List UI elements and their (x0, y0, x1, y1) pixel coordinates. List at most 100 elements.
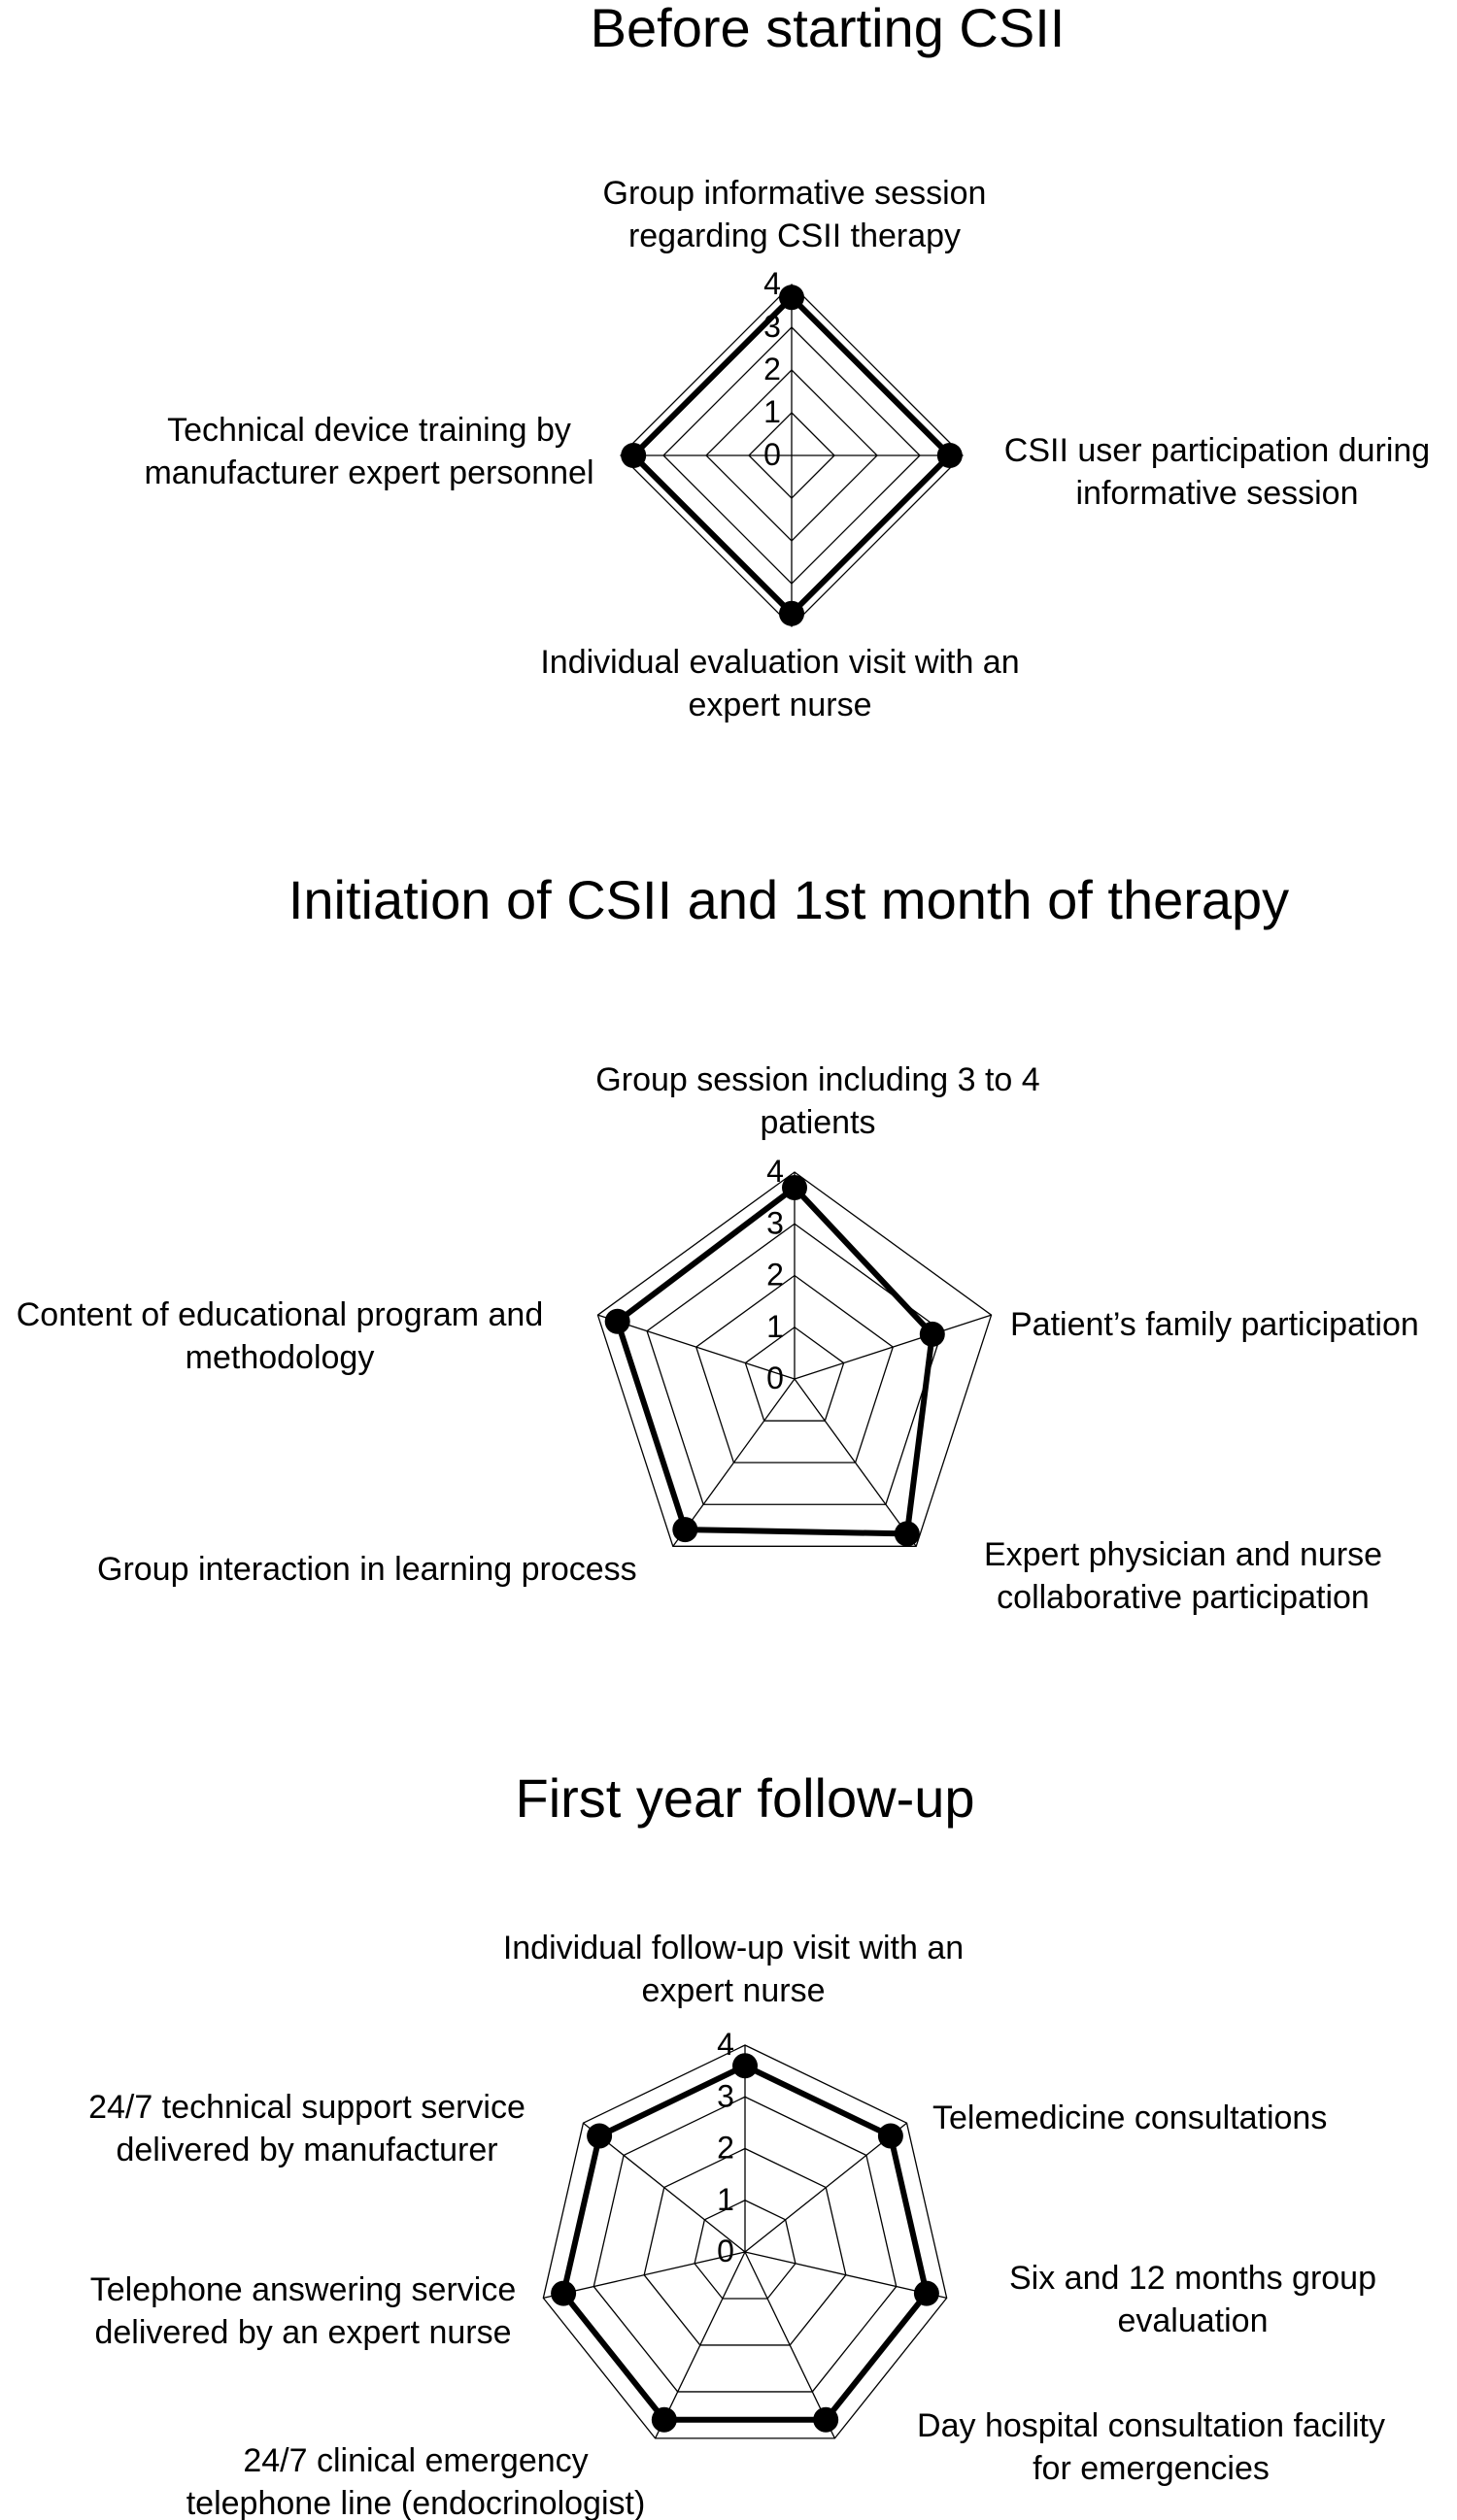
category-label-line: manufacturer expert personnel (144, 454, 593, 491)
data-point (894, 1521, 920, 1547)
tick-label: 4 (717, 2027, 734, 2062)
category-label: Group session including 3 to 4 patients (595, 1061, 1039, 1141)
category-labels: Group session including 3 to 4 patientsPa… (17, 1061, 1419, 1616)
category-label-line: informative session (1075, 475, 1358, 512)
category-label-line: delivered by manufacturer (116, 2132, 497, 2168)
grid (620, 284, 964, 627)
category-label: Expert physician and nurse collaborative … (984, 1536, 1382, 1616)
tick-label: 3 (766, 1205, 784, 1240)
category-label-line: patients (760, 1104, 875, 1141)
category-label-line: methodology (186, 1339, 375, 1376)
axis-spoke (583, 2122, 746, 2253)
data-point (672, 1517, 698, 1543)
tick-label: 4 (763, 266, 781, 301)
axis-spoke (597, 1314, 796, 1380)
category-label-line: evaluation (1117, 2302, 1268, 2339)
data-point (621, 443, 647, 468)
category-label-line: telephone line (endocrinologist) (186, 2485, 646, 2520)
category-label: Individual follow-up visit with an expert… (503, 1930, 964, 2009)
grid-ring-3 (593, 2096, 898, 2393)
axis-spoke (794, 1314, 992, 1380)
series-line (614, 1184, 935, 1537)
category-label-line: Individual follow-up visit with an (503, 1930, 964, 1966)
grid-ring-2 (643, 2147, 847, 2346)
grid (596, 1171, 993, 1547)
category-label-line: CSII user participation during (1004, 432, 1430, 469)
category-labels: Individual follow-up visit with an expert… (88, 1930, 1385, 2520)
category-label-line: delivered by an expert nurse (94, 2314, 511, 2351)
category-label-line: Technical device training by (167, 412, 571, 449)
category-label-line: collaborative participation (997, 1579, 1370, 1616)
grid (542, 2044, 948, 2439)
category-label-line: expert nurse (689, 687, 872, 723)
tick-label: 3 (717, 2078, 734, 2113)
axis-spoke (654, 2251, 746, 2439)
axis-spoke (672, 1378, 796, 1547)
axis-spoke (543, 2251, 746, 2300)
radar-chart-initiation-first-month: Initiation of CSII and 1st month of ther… (17, 869, 1419, 1616)
data-point (779, 600, 804, 626)
series-line (560, 2063, 930, 2423)
category-label-line: Patient’s family participation (1010, 1306, 1419, 1343)
category-label: Telemedicine consultations (932, 2100, 1327, 2136)
category-label-line: Content of educational program and (17, 1296, 543, 1333)
grid-ring-3 (646, 1223, 943, 1505)
grid-ring-2 (695, 1274, 895, 1463)
data-point (877, 2123, 903, 2149)
chart-title: First year follow-up (515, 1767, 974, 1829)
category-label-line: Expert physician and nurse (984, 1536, 1382, 1573)
tick-label: 4 (766, 1154, 784, 1189)
category-label-line: Group interaction in learning process (97, 1551, 637, 1588)
category-label: CSII user participation during informativ… (1004, 432, 1430, 512)
tick-label: 0 (766, 1361, 784, 1395)
series (551, 2053, 939, 2433)
chart-title: Before starting CSII (591, 0, 1066, 58)
data-point (813, 2406, 839, 2433)
series (621, 285, 963, 626)
grid-ring-4 (542, 2044, 948, 2439)
tick-labels: 0 1 2 3 4 (766, 1154, 784, 1395)
grid-ring-4 (596, 1171, 993, 1547)
axis-spoke (744, 2251, 836, 2439)
data-point (604, 1308, 630, 1334)
axis-spoke (744, 2251, 947, 2300)
tick-label: 1 (766, 1309, 784, 1344)
axis-spoke (744, 2122, 907, 2253)
tick-label: 2 (717, 2131, 734, 2166)
category-label: Six and 12 months group evaluation (1009, 2260, 1376, 2339)
category-label-line: 24/7 technical support service (88, 2089, 525, 2126)
tick-label: 2 (766, 1258, 784, 1293)
category-label: Patient’s family participation (1010, 1306, 1419, 1343)
grid-ring-1 (694, 2200, 796, 2300)
data-point (551, 2280, 577, 2306)
chart-title: Initiation of CSII and 1st month of ther… (288, 869, 1289, 930)
category-label: Telephone answering service delivered by … (90, 2271, 516, 2351)
data-point (587, 2123, 613, 2149)
category-label: Content of educational program and method… (17, 1296, 543, 1376)
tick-label: 1 (763, 394, 781, 429)
category-label-line: Group session including 3 to 4 (595, 1061, 1039, 1098)
category-label-line: for emergencies (1033, 2450, 1270, 2487)
category-label-line: Group informative session (603, 175, 987, 212)
data-point (919, 1321, 945, 1347)
category-label-line: Six and 12 months group (1009, 2260, 1376, 2297)
grid-ring-1 (744, 1326, 845, 1422)
data-point (732, 2053, 758, 2079)
series (604, 1174, 945, 1547)
data-point (651, 2406, 677, 2433)
axis-spoke (794, 1378, 917, 1547)
category-label-line: expert nurse (642, 1972, 826, 2009)
category-label-line: Telephone answering service (90, 2271, 516, 2308)
data-point (936, 443, 963, 468)
category-label-line: Telemedicine consultations (932, 2100, 1327, 2136)
data-point (782, 1174, 807, 1200)
